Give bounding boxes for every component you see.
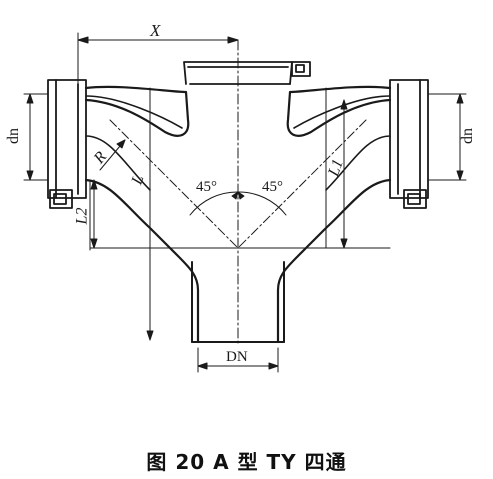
- body-wall-right-inner: [293, 95, 391, 129]
- dn-bottom-dimension: [197, 347, 279, 373]
- label-dn-bottom: DN: [226, 349, 248, 365]
- label-dn-left: dn: [5, 128, 22, 144]
- angle-arcs: [189, 191, 287, 216]
- branch-centerlines: [109, 119, 367, 249]
- r-leader: [99, 139, 126, 171]
- figure-caption: 图 20 A 型 TY 四通: [146, 450, 347, 474]
- right-branch-inner: [325, 135, 391, 191]
- label-angle-right: 45°: [262, 179, 283, 195]
- body-wall-left-outer: [84, 85, 190, 137]
- l1-dimension: [340, 99, 348, 249]
- label-dn-right: dn: [459, 128, 476, 144]
- x-dimension: [77, 32, 239, 96]
- l-dimension: [146, 99, 154, 341]
- dn-dimension-right: [427, 93, 467, 181]
- left-branch-inner: [85, 135, 151, 191]
- dn-dimension-left: [23, 93, 49, 181]
- label-x: X: [150, 21, 161, 40]
- body-wall-left-inner: [85, 95, 183, 129]
- left-branch-outer: [84, 178, 200, 344]
- left-socket: [47, 79, 87, 209]
- right-branch-outer: [276, 178, 392, 344]
- label-l2: L2: [73, 207, 91, 225]
- top-socket: [183, 61, 311, 85]
- right-socket: [389, 79, 429, 209]
- l2-dimension: [90, 179, 98, 249]
- label-angle-left: 45°: [196, 179, 217, 195]
- body-wall-right-outer: [286, 85, 392, 137]
- bottom-pipe: [191, 261, 285, 343]
